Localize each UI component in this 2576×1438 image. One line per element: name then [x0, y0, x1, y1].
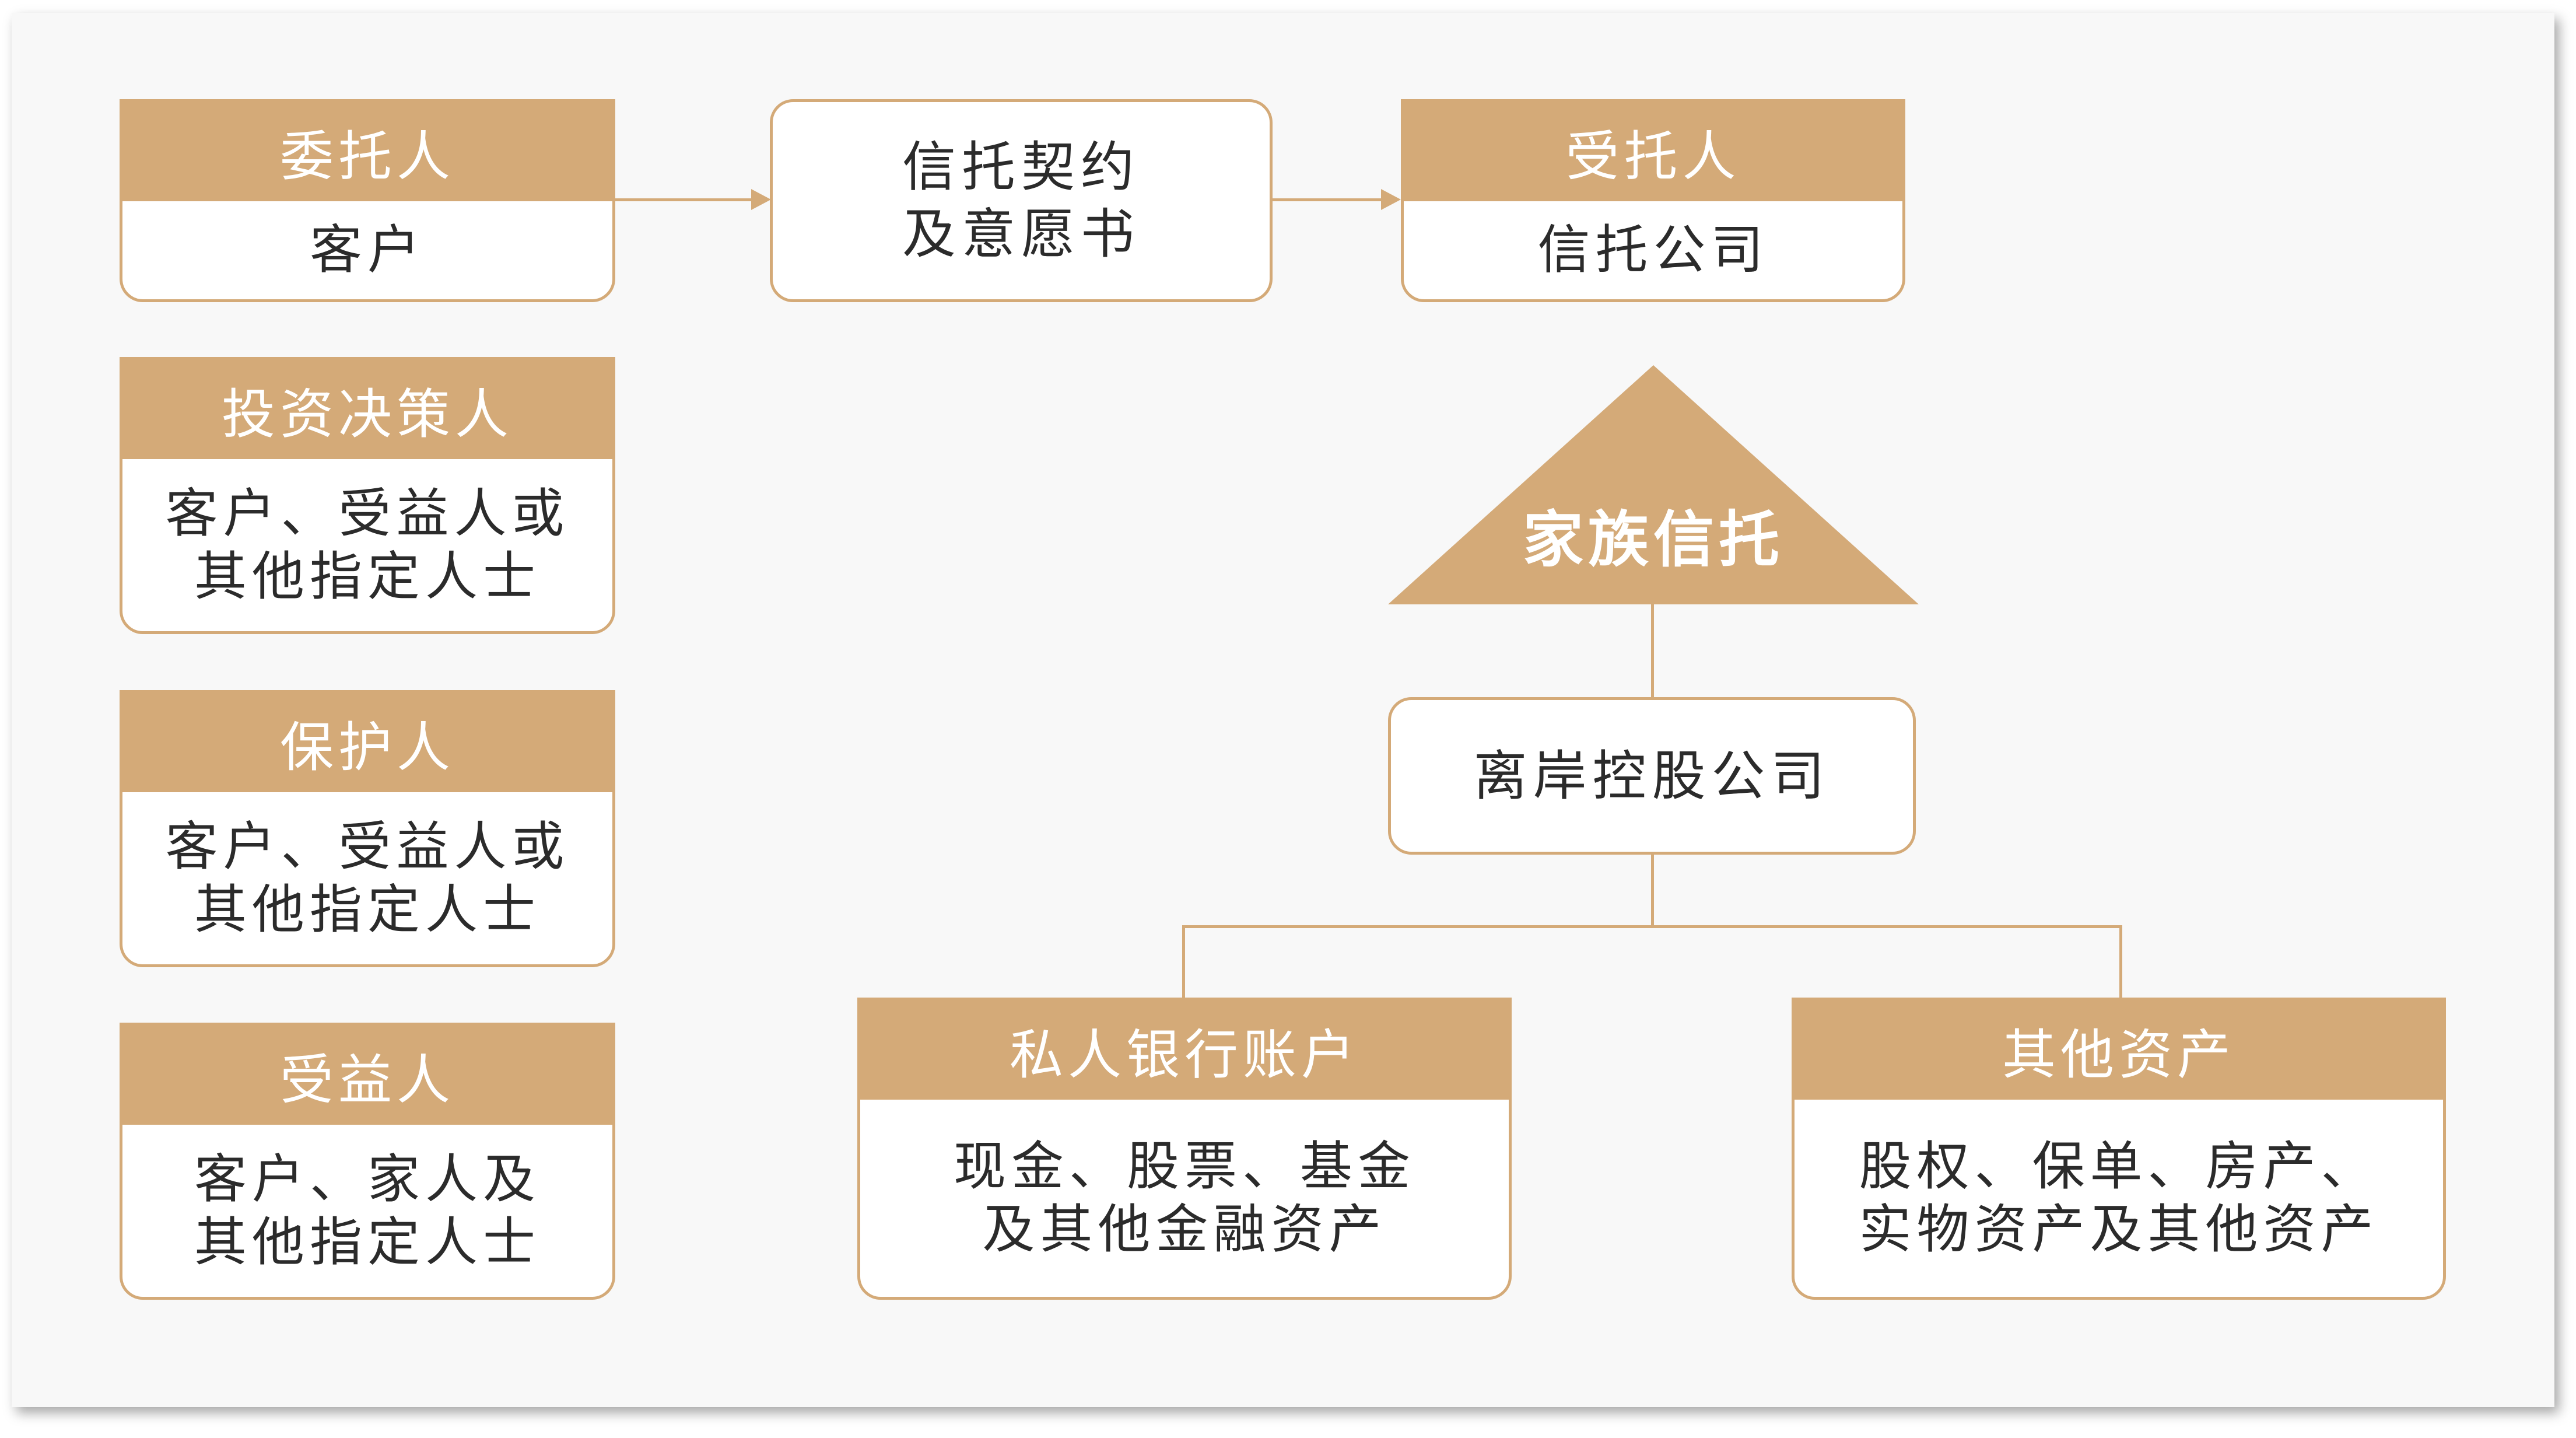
offshore-holding-company-label: 离岸控股公司 [1473, 744, 1831, 807]
family-trust-triangle [1388, 365, 1919, 604]
settlor-to-agreement-arrowhead [751, 189, 771, 210]
other-assets-line-2: 实物资产及其他资产 [1859, 1199, 2379, 1260]
beneficiary-line-2: 其他指定人士 [194, 1211, 541, 1273]
other-assets-body: 股权、保单、房产、 实物资产及其他资产 [1795, 1100, 2443, 1297]
trustee-title: 受托人 [1404, 102, 1902, 201]
company-down-connector [1651, 855, 1654, 928]
trustee-body-line-1: 信托公司 [1537, 219, 1769, 281]
private-bank-account-title: 私人银行账户 [860, 1000, 1509, 1100]
protector-card: 保护人 客户、受益人或 其他指定人士 [120, 690, 615, 967]
trustee-card: 受托人 信托公司 [1401, 99, 1905, 302]
settlor-card: 委托人 客户 [120, 99, 615, 302]
protector-title: 保护人 [122, 693, 612, 792]
investment-decider-line-1: 客户、受益人或 [165, 482, 570, 544]
settlor-body-line-1: 客户 [310, 219, 425, 281]
family-trust-label: 家族信托 [1522, 504, 1784, 575]
settlor-body: 客户 [122, 201, 612, 299]
other-assets-title: 其他资产 [1795, 1000, 2443, 1100]
trust-agreement-line-2: 及意愿书 [902, 203, 1140, 265]
beneficiary-card: 受益人 客户、家人及 其他指定人士 [120, 1023, 615, 1300]
other-assets-line-1: 股权、保单、房产、 [1859, 1136, 2379, 1197]
trust-agreement-line-1: 信托契约 [902, 136, 1140, 198]
branch-right-connector [2119, 925, 2122, 998]
beneficiary-body: 客户、家人及 其他指定人士 [122, 1125, 612, 1297]
protector-line-2: 其他指定人士 [194, 879, 541, 940]
trust-agreement-text: 信托契约 及意愿书 [902, 134, 1140, 268]
agreement-to-trustee-line [1273, 198, 1382, 201]
private-bank-account-card: 私人银行账户 现金、股票、基金 及其他金融资产 [857, 998, 1512, 1300]
branch-horizontal-connector [1182, 925, 2122, 928]
private-bank-account-body: 现金、股票、基金 及其他金融资产 [860, 1100, 1509, 1297]
settlor-to-agreement-line [615, 198, 752, 201]
offshore-holding-company-box: 离岸控股公司 [1388, 697, 1916, 855]
family-trust-triangle-shape [1388, 365, 1919, 604]
beneficiary-title: 受益人 [122, 1026, 612, 1125]
trustee-body: 信托公司 [1404, 201, 1902, 299]
investment-decider-title: 投资决策人 [122, 360, 612, 459]
private-bank-account-line-1: 现金、股票、基金 [954, 1136, 1415, 1197]
branch-left-connector [1182, 925, 1185, 998]
beneficiary-line-1: 客户、家人及 [194, 1148, 541, 1210]
protector-body: 客户、受益人或 其他指定人士 [122, 792, 612, 964]
investment-decider-line-2: 其他指定人士 [194, 545, 541, 607]
trust-agreement-box: 信托契约 及意愿书 [770, 99, 1273, 302]
investment-decider-card: 投资决策人 客户、受益人或 其他指定人士 [120, 357, 615, 634]
agreement-to-trustee-arrowhead [1381, 189, 1401, 210]
trust-to-company-connector [1651, 604, 1654, 698]
protector-line-1: 客户、受益人或 [165, 816, 570, 877]
investment-decider-body: 客户、受益人或 其他指定人士 [122, 459, 612, 631]
settlor-title: 委托人 [122, 102, 612, 201]
private-bank-account-line-2: 及其他金融资产 [982, 1199, 1387, 1260]
other-assets-card: 其他资产 股权、保单、房产、 实物资产及其他资产 [1792, 998, 2446, 1300]
